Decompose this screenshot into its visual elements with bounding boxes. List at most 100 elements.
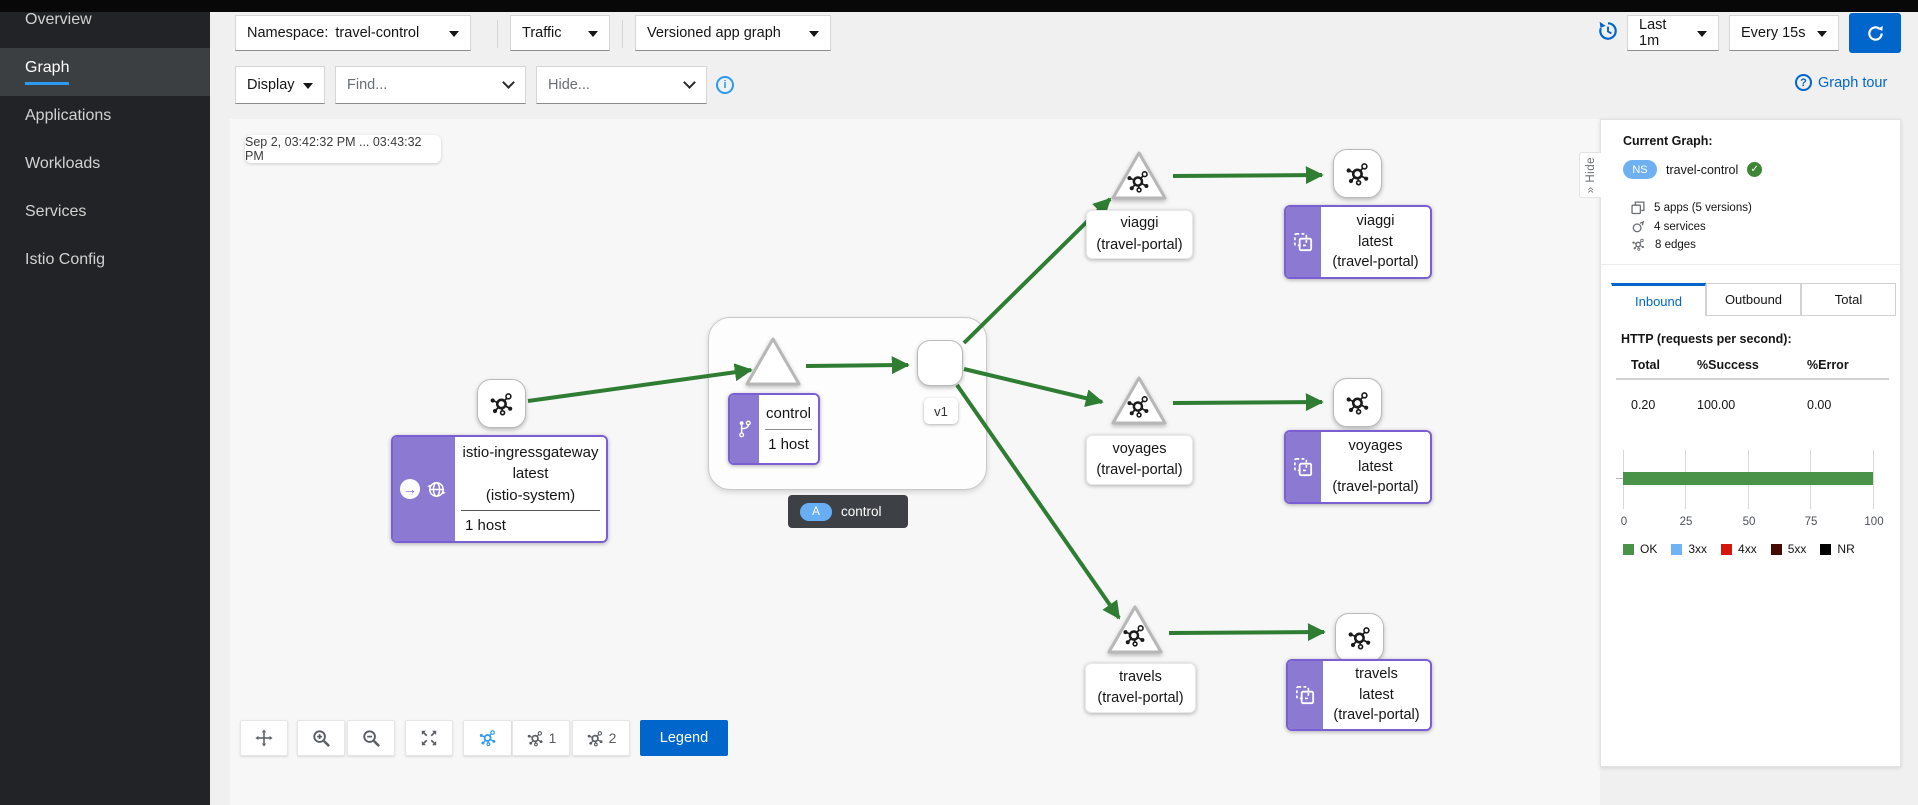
traffic-tabs: Inbound Outbound Total [1611,283,1896,316]
sidebar-item-applications[interactable]: Applications [0,96,210,144]
namespace-name[interactable]: travel-control [1666,162,1739,177]
find-input[interactable] [347,77,495,93]
zoom-in-button[interactable] [297,720,345,756]
info-icon[interactable]: i [716,76,734,94]
node-istio-ingressgateway[interactable] [477,379,526,428]
traffic-select-label: Traffic [522,25,562,41]
service-namespace: (travel-portal) [1097,690,1184,706]
graph-layout-1-button[interactable]: 1 [512,720,570,756]
fit-to-screen-button[interactable] [405,720,453,756]
tab-inbound[interactable]: Inbound [1611,283,1706,316]
label-voyages-app[interactable]: voyages latest (travel-portal) [1284,430,1432,504]
mesh-icon [526,729,545,748]
label-viaggi-app[interactable]: viaggi latest (travel-portal) [1284,205,1432,279]
node-voyages-app[interactable] [1333,378,1382,427]
traffic-edge[interactable] [1172,166,1324,185]
panel-title: Current Graph: [1623,134,1713,148]
axis-tick-label: 100 [1864,516,1884,528]
label-divider [765,428,812,430]
tab-label: Outbound [1724,292,1783,307]
node-viaggi-service[interactable] [1107,146,1171,204]
service-name: voyages [1112,440,1167,457]
namespace-select[interactable]: Namespace: travel-control [235,15,471,51]
node-voyages-service[interactable] [1107,371,1171,429]
node-viaggi-app[interactable] [1333,149,1382,198]
http-success-bar [1623,472,1873,485]
graph-type-select[interactable]: Versioned app graph [635,15,831,51]
traffic-edge[interactable] [1168,623,1326,642]
zoom-in-icon [312,729,331,748]
axis-tick-label: 75 [1804,516,1818,528]
app-name: travels [1355,666,1398,683]
label-travels-service[interactable]: travels (travel-portal) [1085,663,1196,713]
label-travels-app[interactable]: travels latest (travel-portal) [1286,659,1432,731]
sidebar-item-label: Applications [25,107,112,124]
node-namespace: (istio-system) [485,486,576,504]
chevron-down-icon[interactable] [502,76,515,89]
sidebar-item-services[interactable]: Services [0,192,210,240]
traffic-edge[interactable] [963,367,1104,407]
stat-label: 4 services [1654,221,1706,233]
col-header-error: %Error [1807,358,1849,372]
label-voyages-service[interactable]: voyages (travel-portal) [1086,435,1193,485]
node-hosts: 1 host [465,516,506,534]
label-v1[interactable]: v1 [924,398,958,424]
label-divider [461,509,600,511]
time-range-select[interactable]: Last 1m [1627,15,1719,51]
label-viaggi-service[interactable]: viaggi (travel-portal) [1086,210,1193,259]
refresh-button[interactable] [1849,13,1901,53]
sidebar-item-overview[interactable]: Overview [0,0,210,48]
node-app: control [765,405,812,423]
http-rate-title: HTTP (requests per second): [1621,332,1792,346]
pan-button[interactable] [240,720,288,756]
graph-layout-2-button[interactable]: 2 [572,720,630,756]
service-name: travels [1119,668,1162,685]
replay-history-icon[interactable] [1597,20,1619,42]
expand-icon [420,729,438,747]
mesh-icon [586,729,605,748]
traffic-edge[interactable] [962,197,1112,345]
node-control-v1-workload[interactable] [917,340,963,386]
refresh-icon [1866,24,1885,43]
refresh-interval-value: Every 15s [1741,25,1806,41]
legend-button[interactable]: Legend [640,720,728,756]
tab-total[interactable]: Total [1801,283,1896,316]
mesh-icon [478,728,498,748]
legend-item-5xx: 5xx [1770,542,1806,556]
node-hosts: 1 host [768,435,809,453]
traffic-edge[interactable] [1172,393,1324,412]
sidebar-item-istio-config[interactable]: Istio Config [0,240,210,288]
display-select[interactable]: Display [235,66,325,104]
traffic-edge[interactable] [805,356,910,375]
label-control[interactable]: control 1 host [728,393,820,465]
graph-tour-link[interactable]: ? Graph tour [1795,74,1887,91]
hide-input[interactable] [548,77,676,93]
zoom-out-button[interactable] [347,720,395,756]
node-travels-app[interactable] [1335,613,1384,662]
sidebar: Overview Graph Applications Workloads Se… [0,0,210,805]
traffic-select[interactable]: Traffic [510,15,610,51]
axis-tick-label: 25 [1679,516,1693,528]
sidebar-item-workloads[interactable]: Workloads [0,144,210,192]
legend-item-nr: NR [1820,542,1855,556]
chevron-down-icon[interactable] [683,76,696,89]
chart-axis-tick [1616,478,1623,479]
tab-label: Total [1834,292,1863,307]
layout-1-label: 1 [548,730,557,746]
display-select-label: Display [247,77,295,93]
find-field-wrap [335,66,526,104]
node-travels-service[interactable] [1103,600,1167,658]
stat-services: 4 services [1631,220,1706,234]
arrow-circle-icon: → [400,479,420,499]
traffic-edge[interactable] [955,383,1121,620]
label-istio-ingressgateway[interactable]: → istio-ingressgateway latest (istio-sys… [391,435,608,543]
refresh-interval-select[interactable]: Every 15s [1729,15,1839,51]
graph-canvas[interactable]: Sep 2, 03:42:32 PM ... 03:43:32 PM → ist… [230,119,1600,805]
graph-layout-default-button[interactable] [463,720,512,756]
tab-outbound[interactable]: Outbound [1706,283,1801,316]
sidebar-item-graph[interactable]: Graph [0,48,210,96]
label-icon-strip: → [393,437,455,541]
traffic-edge[interactable] [527,363,753,403]
node-control-service[interactable] [741,332,805,390]
hide-panel-tab[interactable]: » Hide [1579,152,1601,198]
